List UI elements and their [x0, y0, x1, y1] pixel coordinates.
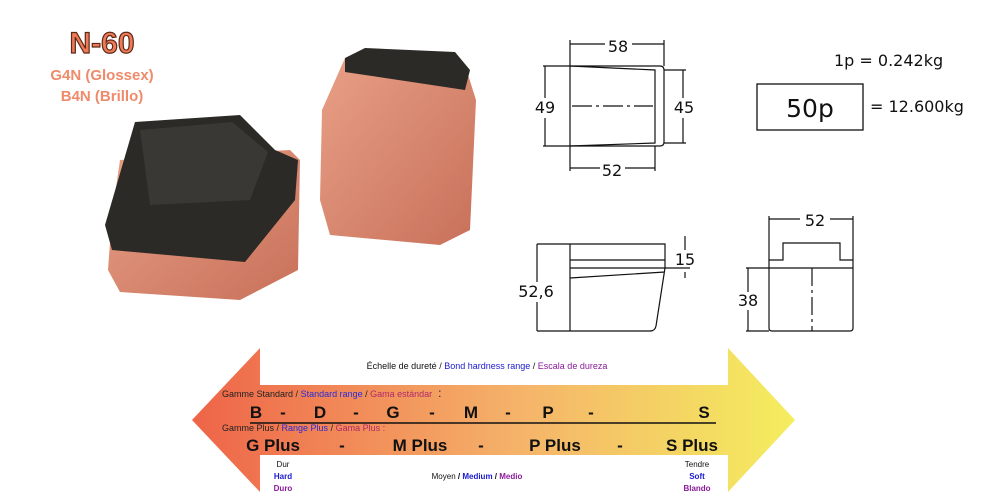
grade-p: P: [542, 403, 553, 422]
drawing-front-view: 52 38: [738, 211, 854, 332]
soft-fr: Tendre: [685, 460, 710, 469]
pack-qty-box: [756, 83, 864, 131]
dim-top-right: 45: [674, 98, 694, 117]
product-code: N-60: [69, 27, 134, 60]
dim-top-width: 58: [608, 37, 628, 56]
variant-glossex: G4N (Glossex): [50, 67, 153, 84]
hardness-scale: Échelle de dureté / Bond hardness range …: [192, 348, 795, 493]
hardness-arrow: [192, 348, 795, 492]
pack-weight: = 12.600kg: [870, 97, 964, 116]
grade-g: G: [386, 403, 399, 422]
weight-info: 1p = 0.242kg 50p = 12.600kg: [756, 51, 964, 131]
grade-dash: -: [353, 403, 359, 422]
grade-dash: -: [505, 403, 511, 422]
variant-brillo: B4N (Brillo): [61, 88, 144, 105]
grade-s: S: [698, 403, 709, 422]
standard-range-label: Gamme Standard / Standard range / Gama e…: [222, 386, 442, 400]
drawing-top-view: 58 49 45 52: [535, 37, 694, 180]
dim-side-height: 52,6: [518, 282, 554, 301]
soft-en: Soft: [689, 472, 705, 481]
product-photo-right: [320, 48, 476, 245]
grade-dash: -: [478, 436, 484, 455]
hard-label: Dur Hard Duro: [274, 460, 293, 493]
grade-m: M: [464, 403, 478, 422]
grade-b: B: [250, 403, 262, 422]
grade-p-plus: P Plus: [529, 436, 581, 455]
grade-dash: -: [588, 403, 594, 422]
dim-top-bottom: 52: [602, 161, 622, 180]
grade-g-plus: G Plus: [246, 436, 300, 455]
scale-title: Échelle de dureté / Bond hardness range …: [367, 361, 608, 371]
dim-front-height: 38: [738, 291, 758, 310]
grade-dash: -: [280, 403, 286, 422]
dim-top-left: 49: [535, 98, 555, 117]
dim-side-step: 15: [675, 250, 695, 269]
dim-front-width: 52: [805, 211, 825, 230]
standard-grades: B - D - G - M - P - S: [250, 403, 716, 424]
grade-m-plus: M Plus: [393, 436, 448, 455]
soft-label: Tendre Soft Blando: [683, 460, 710, 493]
product-title-block: N-60 G4N (Glossex) B4N (Brillo): [50, 26, 153, 105]
hard-es: Duro: [274, 484, 293, 493]
pack-qty: 50p: [786, 94, 834, 123]
soft-es: Blando: [683, 484, 710, 493]
unit-weight: 1p = 0.242kg: [834, 51, 943, 70]
plus-range-label: Gamme Plus / Range Plus / Gama Plus :: [222, 423, 385, 433]
grade-dash: -: [617, 436, 623, 455]
plus-grades: G Plus - M Plus - P Plus - S Plus: [246, 436, 718, 455]
grade-dash: -: [429, 403, 435, 422]
medium-label: Moyen / Medium / Medio: [432, 472, 523, 481]
hard-fr: Dur: [277, 460, 290, 469]
grade-d: D: [314, 403, 326, 422]
grade-dash: -: [339, 436, 345, 455]
grade-s-plus: S Plus: [666, 436, 718, 455]
product-photo-left: [105, 115, 300, 300]
drawing-side-view: 52,6 15: [518, 236, 695, 332]
hard-en: Hard: [274, 472, 292, 481]
